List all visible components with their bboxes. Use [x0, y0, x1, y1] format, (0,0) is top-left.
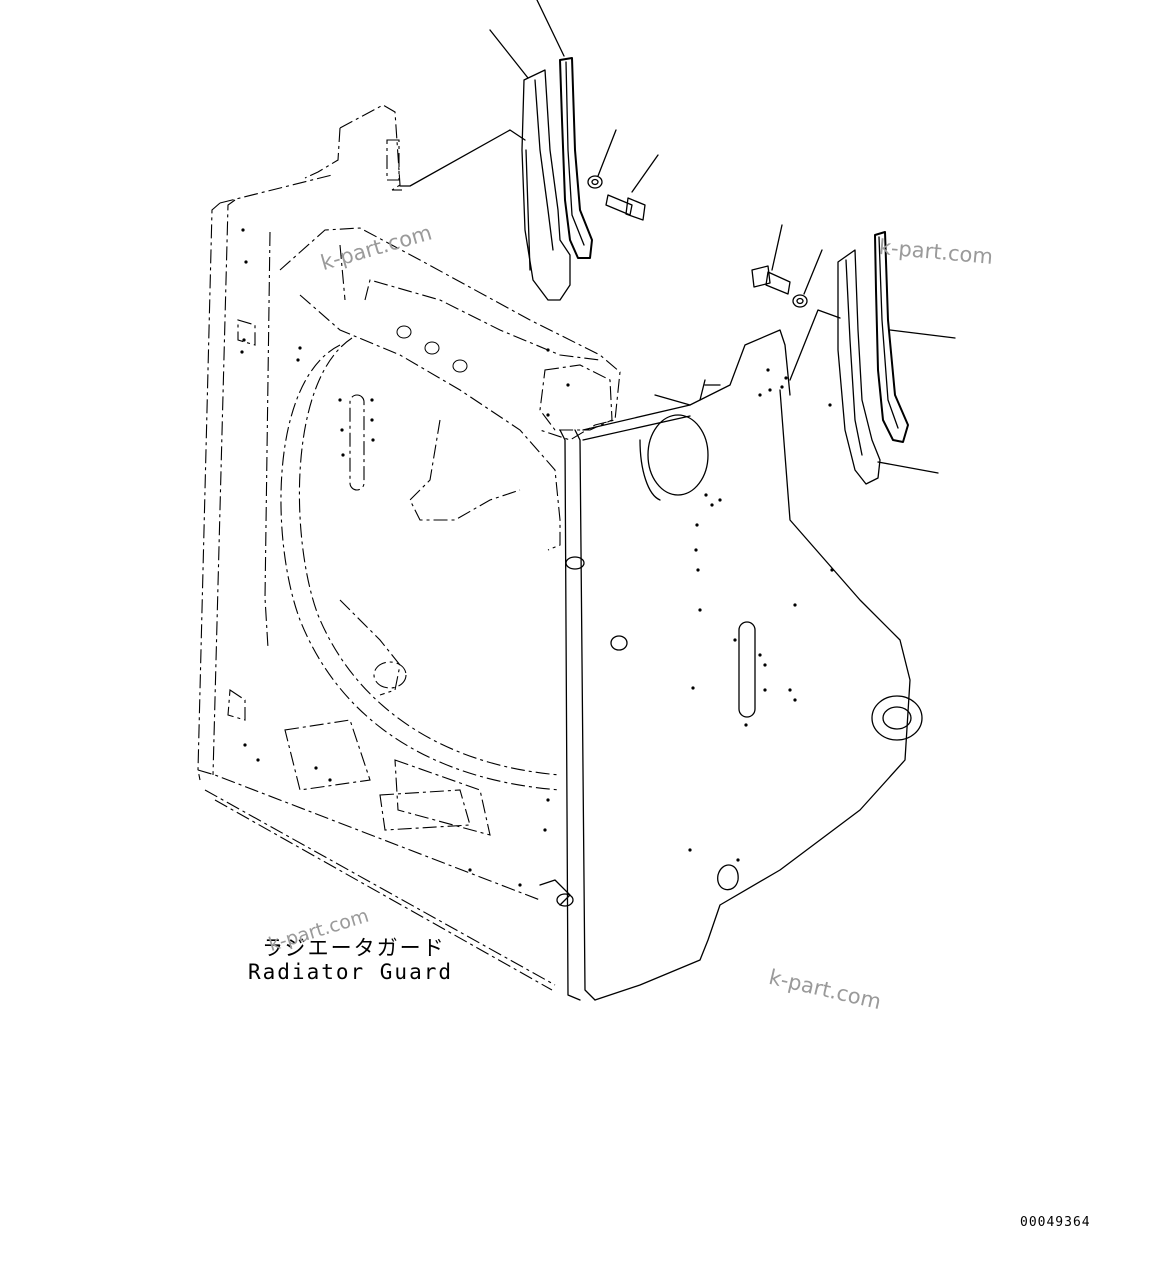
hole-dot: [546, 348, 550, 352]
hole-dot: [780, 385, 784, 389]
washer-right: [792, 294, 808, 308]
hole-dot: [243, 743, 247, 747]
hole-dot: [694, 548, 698, 552]
hole-dot: [763, 663, 767, 667]
guard-strip-right-b: [874, 231, 909, 443]
guard-strip-left-b: [559, 57, 593, 259]
hole-dot: [830, 568, 834, 572]
hole-dot: [256, 758, 260, 762]
side-plate-right: [539, 329, 923, 1001]
hole-dot: [788, 688, 792, 692]
guard-strip-right-a: [837, 249, 881, 485]
hole-dot: [338, 398, 342, 402]
hole-dot: [298, 346, 302, 350]
hole-dot: [340, 428, 344, 432]
hole-dot: [695, 523, 699, 527]
hole-dot: [784, 376, 788, 380]
hole-dot: [240, 350, 244, 354]
hole-dot: [691, 686, 695, 690]
bushing: [452, 359, 468, 373]
caption-english: Radiator Guard: [248, 960, 454, 984]
bolt-right: [751, 265, 791, 295]
hole-dot: [710, 503, 714, 507]
hole-dot: [758, 393, 762, 397]
hole-dot: [793, 698, 797, 702]
hole-dot: [370, 398, 374, 402]
hole-dot: [241, 228, 245, 232]
hole-dot: [793, 603, 797, 607]
hole-dot: [244, 260, 248, 264]
hole-dot: [763, 688, 767, 692]
hole-dot: [828, 403, 832, 407]
hole-dot: [328, 778, 332, 782]
hole-dot: [744, 723, 748, 727]
hole-dot: [468, 868, 472, 872]
hole-dot: [733, 638, 737, 642]
radiator-frame: [197, 104, 621, 991]
bolt-left: [605, 194, 646, 221]
hole-dot: [718, 498, 722, 502]
hole-dot: [698, 608, 702, 612]
hole-dot: [704, 493, 708, 497]
hole-dot: [696, 568, 700, 572]
hole-dot: [688, 848, 692, 852]
hole-dot: [543, 828, 547, 832]
hole-dot: [768, 388, 772, 392]
document-number: 00049364: [1020, 1215, 1091, 1230]
hole-dot: [242, 338, 246, 342]
hole-dot: [566, 383, 570, 387]
hole-dot: [546, 413, 550, 417]
guard-strip-left-a: [521, 69, 571, 301]
hole-dot: [370, 418, 374, 422]
caption-japanese: ラジエータガード: [262, 936, 446, 960]
fastener-holes: [240, 228, 834, 887]
hole-dot: [736, 858, 740, 862]
leader-lines: [399, 0, 956, 474]
hole-dot: [546, 798, 550, 802]
bushing: [396, 325, 412, 339]
hole-dot: [341, 453, 345, 457]
hole-dot: [518, 883, 522, 887]
hole-dot: [314, 766, 318, 770]
bushing: [424, 341, 440, 355]
hole-dot: [766, 368, 770, 372]
hole-dot: [758, 653, 762, 657]
hole-dot: [296, 358, 300, 362]
hole-dot: [371, 438, 375, 442]
washer-left: [587, 175, 603, 189]
